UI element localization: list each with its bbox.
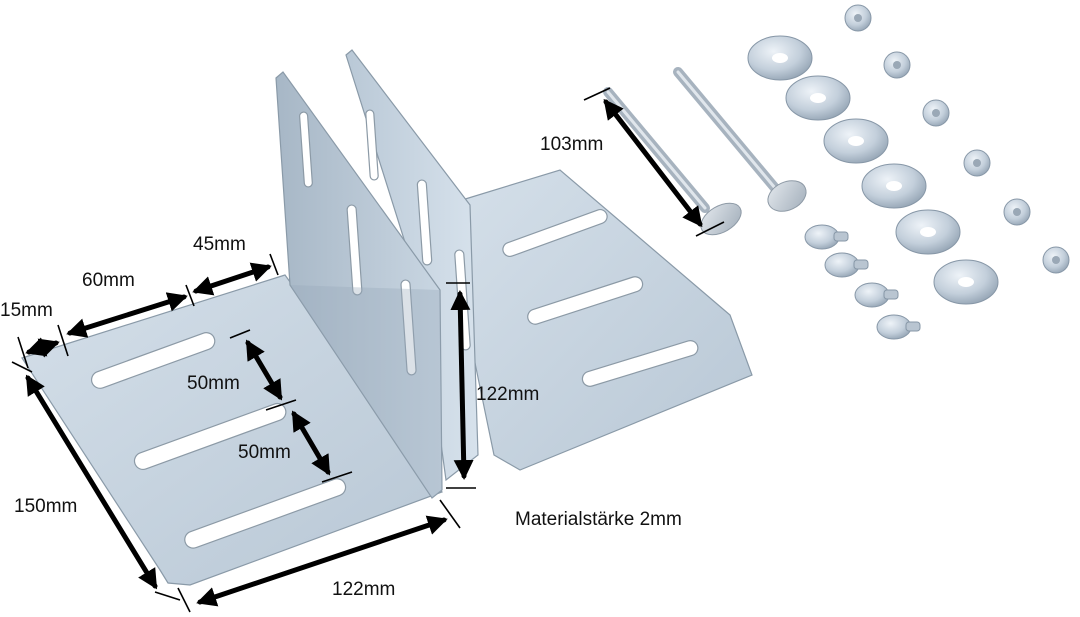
screws bbox=[804, 224, 921, 340]
label-60mm: 60mm bbox=[82, 270, 135, 291]
tick bbox=[229, 329, 251, 339]
screw bbox=[854, 282, 899, 308]
nut bbox=[922, 99, 950, 127]
nut bbox=[963, 149, 991, 177]
tick bbox=[185, 284, 195, 307]
washer bbox=[895, 209, 961, 255]
bend-shadow bbox=[290, 285, 442, 498]
tick bbox=[321, 471, 353, 483]
slot bbox=[299, 111, 313, 188]
label-50mm-b: 50mm bbox=[238, 442, 291, 463]
carriage-bolt-1 bbox=[603, 87, 742, 236]
washer bbox=[933, 259, 999, 305]
dimension-arrows bbox=[11, 87, 725, 613]
arrow-45mm bbox=[192, 262, 272, 296]
arrow-122mm-height bbox=[450, 290, 474, 480]
label-15mm: 15mm bbox=[0, 300, 53, 321]
nut bbox=[1042, 246, 1070, 274]
washer bbox=[861, 163, 927, 209]
label-45mm: 45mm bbox=[193, 234, 246, 255]
arrow-50mm-b bbox=[291, 410, 331, 476]
tick bbox=[583, 87, 611, 101]
label-122mm-height: 122mm bbox=[476, 384, 539, 405]
slot bbox=[400, 279, 417, 376]
arrow-60mm bbox=[66, 292, 188, 338]
tick bbox=[177, 587, 191, 613]
slot bbox=[581, 340, 699, 387]
nut bbox=[883, 51, 911, 79]
nut bbox=[1003, 198, 1031, 226]
arrow-150mm bbox=[25, 374, 158, 590]
tick bbox=[17, 336, 29, 369]
label-150mm: 150mm bbox=[14, 496, 77, 517]
nuts bbox=[844, 4, 1070, 274]
tick bbox=[154, 591, 181, 601]
carriage-bolt-2 bbox=[673, 67, 807, 212]
label-103mm: 103mm bbox=[540, 134, 603, 155]
screw bbox=[876, 314, 921, 340]
arrow-122mm-width bbox=[196, 515, 448, 607]
arrow-50mm-a bbox=[245, 339, 283, 401]
tick bbox=[269, 253, 279, 276]
label-50mm-a: 50mm bbox=[187, 373, 240, 394]
slot bbox=[346, 204, 363, 296]
slot bbox=[365, 109, 379, 181]
tick bbox=[695, 221, 725, 237]
washer bbox=[747, 35, 813, 81]
material-thickness-note: Materialstärke 2mm bbox=[515, 509, 682, 530]
bracket bbox=[21, 49, 753, 586]
screw bbox=[804, 224, 849, 250]
label-122mm-width: 122mm bbox=[332, 579, 395, 600]
screw bbox=[824, 252, 869, 278]
nut bbox=[844, 4, 872, 32]
tick bbox=[265, 399, 297, 411]
tick bbox=[11, 361, 33, 373]
washers bbox=[747, 35, 999, 305]
tick bbox=[439, 499, 461, 529]
arrow-15mm bbox=[25, 337, 60, 358]
slot bbox=[416, 179, 433, 266]
washer bbox=[823, 118, 889, 164]
tick bbox=[57, 324, 69, 357]
arrow-103mm bbox=[603, 98, 703, 228]
slot bbox=[527, 276, 644, 325]
washer bbox=[785, 75, 851, 121]
